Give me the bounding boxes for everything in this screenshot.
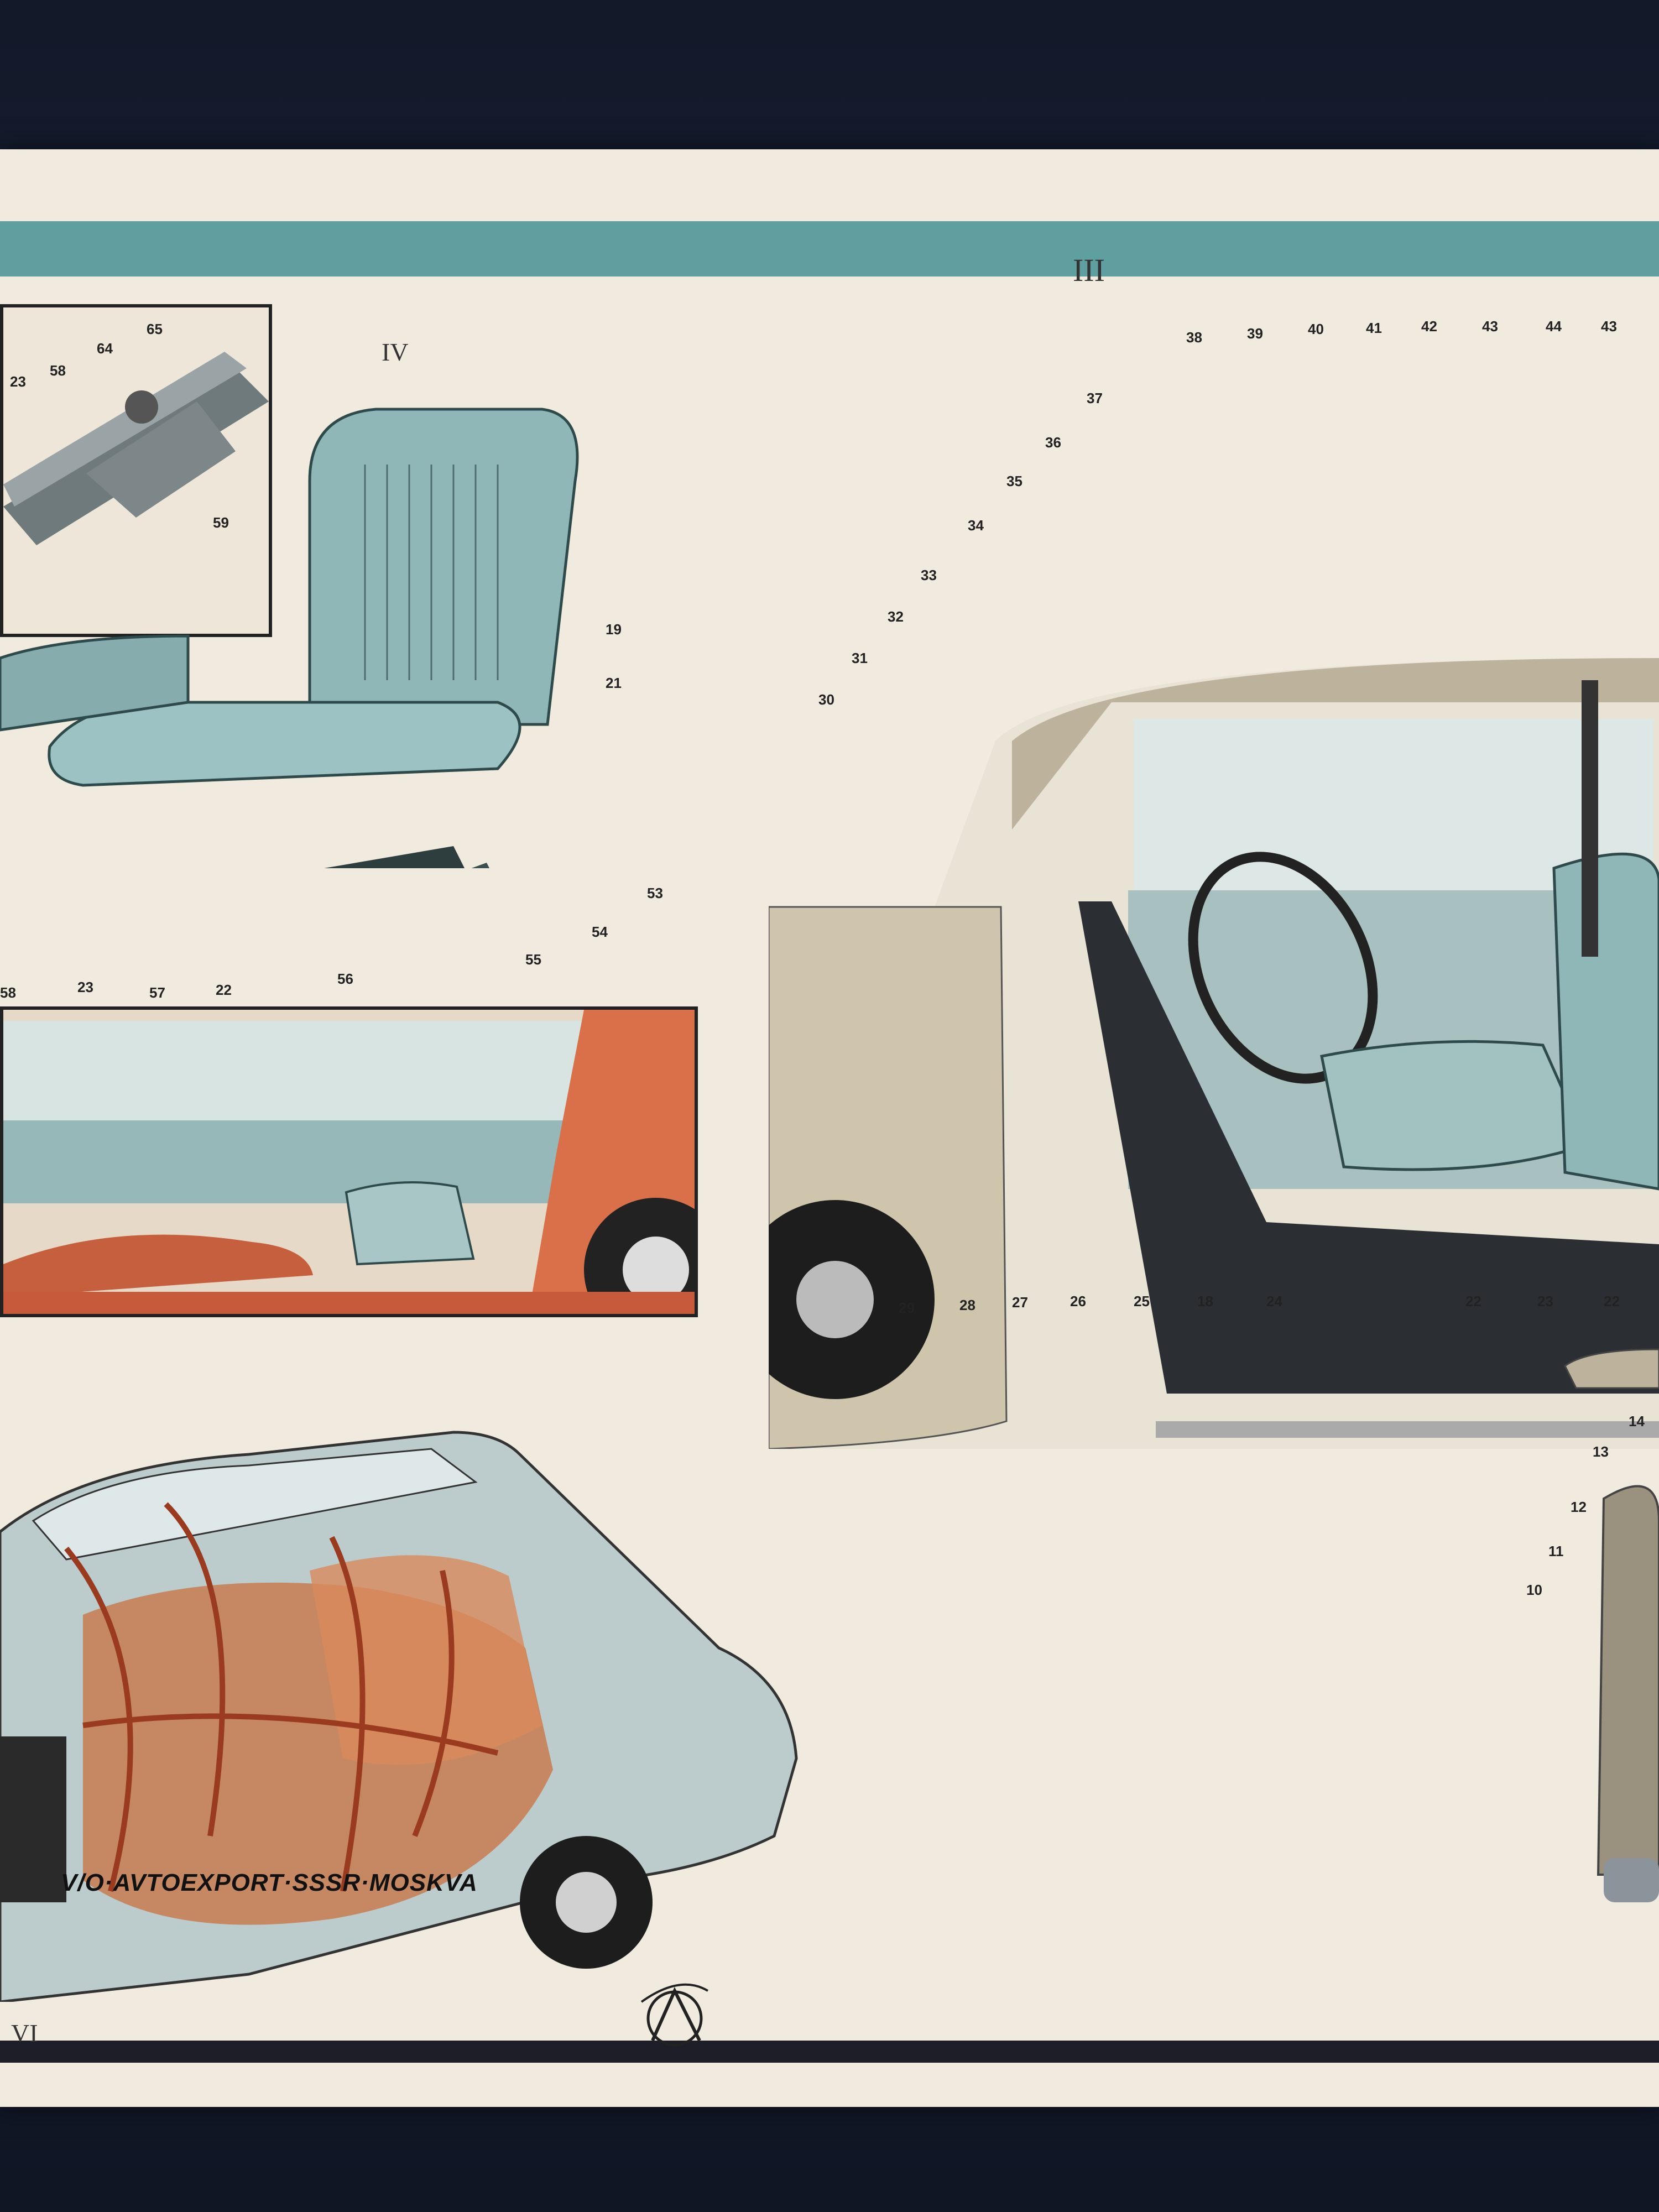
part-number: 34 [968, 517, 984, 534]
part-number: 23 [10, 373, 26, 390]
part-number: 53 [647, 885, 663, 901]
part-number: 12 [1571, 1499, 1587, 1515]
part-number: 35 [1006, 473, 1022, 489]
header-band [0, 221, 1659, 276]
part-number: 26 [1070, 1293, 1086, 1310]
part-number: 19 [606, 621, 622, 638]
part-number: 57 [149, 984, 165, 1001]
inset-panel-slide [0, 304, 272, 637]
inset-panel-interior [0, 1006, 698, 1317]
seatbelt-car-illustration [0, 1431, 798, 2002]
part-number: 18 [1197, 1293, 1213, 1310]
footer-brand-text: V/O·AVTOEXPORT·SSSR·MOSKVA [61, 1869, 478, 1896]
part-number: 40 [1308, 321, 1324, 337]
part-number: 55 [525, 951, 541, 968]
part-number: 31 [852, 650, 868, 666]
part-number: 22 [1604, 1293, 1620, 1310]
interior-cutaway-illustration [3, 1010, 695, 1314]
part-number: 36 [1045, 434, 1061, 451]
part-number: 21 [606, 675, 622, 691]
footer-band [0, 2041, 1659, 2063]
part-number: 14 [1629, 1413, 1645, 1430]
part-number: 43 [1601, 318, 1617, 335]
part-number: 29 [899, 1300, 915, 1316]
part-number: 39 [1247, 325, 1263, 342]
seat-slide-illustration [3, 352, 269, 545]
avtoexport-logo [640, 1983, 709, 2047]
part-number: 22 [216, 982, 232, 998]
part-number: 24 [1266, 1293, 1282, 1310]
part-number: 23 [77, 979, 93, 995]
part-number: 32 [888, 608, 904, 625]
part-number: 28 [959, 1297, 975, 1313]
section-label-vi: VI [11, 2019, 38, 2047]
part-number: 23 [1537, 1293, 1553, 1310]
part-number: 42 [1421, 318, 1437, 335]
part-number: 22 [1465, 1293, 1481, 1310]
part-number: 13 [1593, 1443, 1609, 1460]
part-number: 10 [1526, 1582, 1542, 1598]
part-number: 56 [337, 971, 353, 987]
section-label-iv: IV [382, 338, 409, 366]
part-number: 44 [1546, 318, 1562, 335]
part-number: 54 [592, 924, 608, 940]
part-number: 41 [1366, 320, 1382, 336]
part-number: 11 [1548, 1543, 1564, 1559]
part-number: 33 [921, 567, 937, 583]
part-number: 37 [1087, 390, 1103, 406]
part-number: 27 [1012, 1294, 1028, 1311]
part-number: 59 [213, 514, 229, 531]
section-label-iii: III [1073, 252, 1105, 288]
part-number: 38 [1186, 329, 1202, 346]
part-number: 25 [1134, 1293, 1150, 1310]
part-number: 65 [147, 321, 163, 337]
section-iii-car-cutaway [769, 592, 1659, 1449]
part-number: 64 [97, 340, 113, 357]
poster-sheet: III IV VI 23 58 64 65 59 19 21 53 54 [0, 149, 1659, 2107]
part-number: 58 [50, 362, 66, 379]
seat-assembly-illustration [0, 408, 579, 868]
part-number: 58 [0, 984, 16, 1001]
car-door-open-illustration [769, 658, 1659, 1449]
part-number: 43 [1482, 318, 1498, 335]
part-number: 30 [818, 691, 834, 708]
